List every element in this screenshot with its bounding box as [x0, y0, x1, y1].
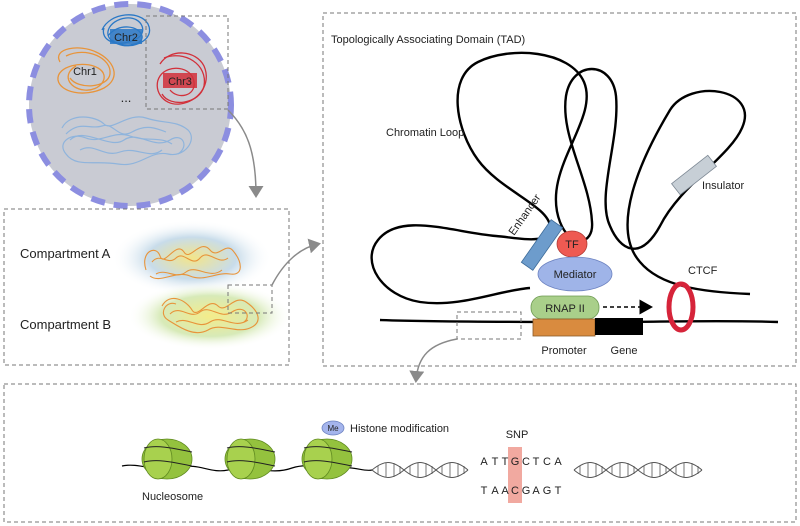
ctcf-ring — [666, 281, 696, 333]
chr3-label: Chr3 — [168, 76, 192, 88]
nucleus — [26, 1, 234, 209]
mediator-complex — [537, 256, 613, 292]
ellipsis-label: ... — [121, 90, 132, 105]
compartment-zoom-box — [227, 284, 273, 314]
seq-bottom: T A A C G A G T — [481, 485, 562, 497]
chromatin-mass — [61, 116, 192, 166]
compartment-b-label: Compartment B — [20, 317, 111, 332]
tad-zoom-box — [456, 311, 522, 340]
base-bottom-7: G — [543, 485, 552, 497]
base-top-1: A — [480, 456, 488, 468]
base-top-5: C — [522, 456, 530, 468]
rnap-label: RNAP II — [545, 303, 585, 315]
chr3-territory — [156, 52, 207, 105]
base-bottom-8: T — [555, 485, 562, 497]
chr1-label: Chr1 — [73, 66, 97, 78]
base-top-6: T — [533, 456, 540, 468]
compartment-b-blob — [128, 282, 292, 350]
methyl-badge — [321, 420, 345, 436]
base-top-8: A — [554, 456, 562, 468]
dna-helix-right — [573, 462, 703, 478]
base-bottom-2: A — [491, 485, 499, 497]
bottom-panel — [3, 383, 797, 523]
arrow-nucleus-to-compartments — [227, 109, 264, 198]
compartments-panel — [3, 208, 290, 366]
compartment-b-chromatin — [161, 297, 259, 334]
snp-label: SNP — [506, 429, 529, 441]
base-top-3: T — [502, 456, 509, 468]
insulator-element — [671, 154, 717, 196]
arrow-tad-to-bottom — [409, 338, 458, 383]
seq-top: A T T G C T C A — [480, 456, 562, 468]
chr1-territory — [57, 47, 115, 94]
histone-modification-label: Histone modification — [350, 423, 449, 435]
nucleosome-label: Nucleosome — [142, 491, 203, 503]
base-bottom-5: G — [522, 485, 531, 497]
base-bottom-6: A — [532, 485, 540, 497]
base-bottom-4: C — [511, 485, 519, 497]
ctcf-label: CTCF — [688, 265, 718, 277]
promoter-block — [532, 318, 596, 337]
arrow-compartments-to-tad — [271, 238, 321, 286]
nucleosome-1 — [141, 438, 193, 480]
base-top-2: T — [492, 456, 499, 468]
promoter-label: Promoter — [541, 345, 587, 357]
methyl-badge-label: Me — [327, 424, 339, 433]
tad-title: Topologically Associating Domain (TAD) — [331, 34, 525, 46]
base-bottom-3: A — [501, 485, 509, 497]
gene-label: Gene — [611, 345, 638, 357]
chr2-territory — [101, 14, 151, 47]
nucleus-zoom-box — [145, 15, 229, 110]
base-top-7: C — [543, 456, 551, 468]
nucleosome-2 — [224, 438, 276, 480]
insulator-label: Insulator — [702, 180, 745, 192]
chr2-label: Chr2 — [114, 32, 138, 44]
base-bottom-1: T — [481, 485, 488, 497]
compartment-a-chromatin — [144, 246, 241, 280]
tf-label: TF — [565, 239, 579, 251]
gene-block — [595, 318, 643, 335]
mediator-label: Mediator — [554, 269, 597, 281]
enhancer-element — [520, 219, 564, 271]
chromatin-loop-label: Chromatin Loop — [386, 127, 464, 139]
compartment-a-label: Compartment A — [20, 246, 111, 261]
base-top-4: G — [511, 456, 520, 468]
nucleosome-3 — [301, 438, 353, 480]
dna-helix-left — [371, 462, 469, 478]
snp-highlight — [508, 447, 522, 503]
